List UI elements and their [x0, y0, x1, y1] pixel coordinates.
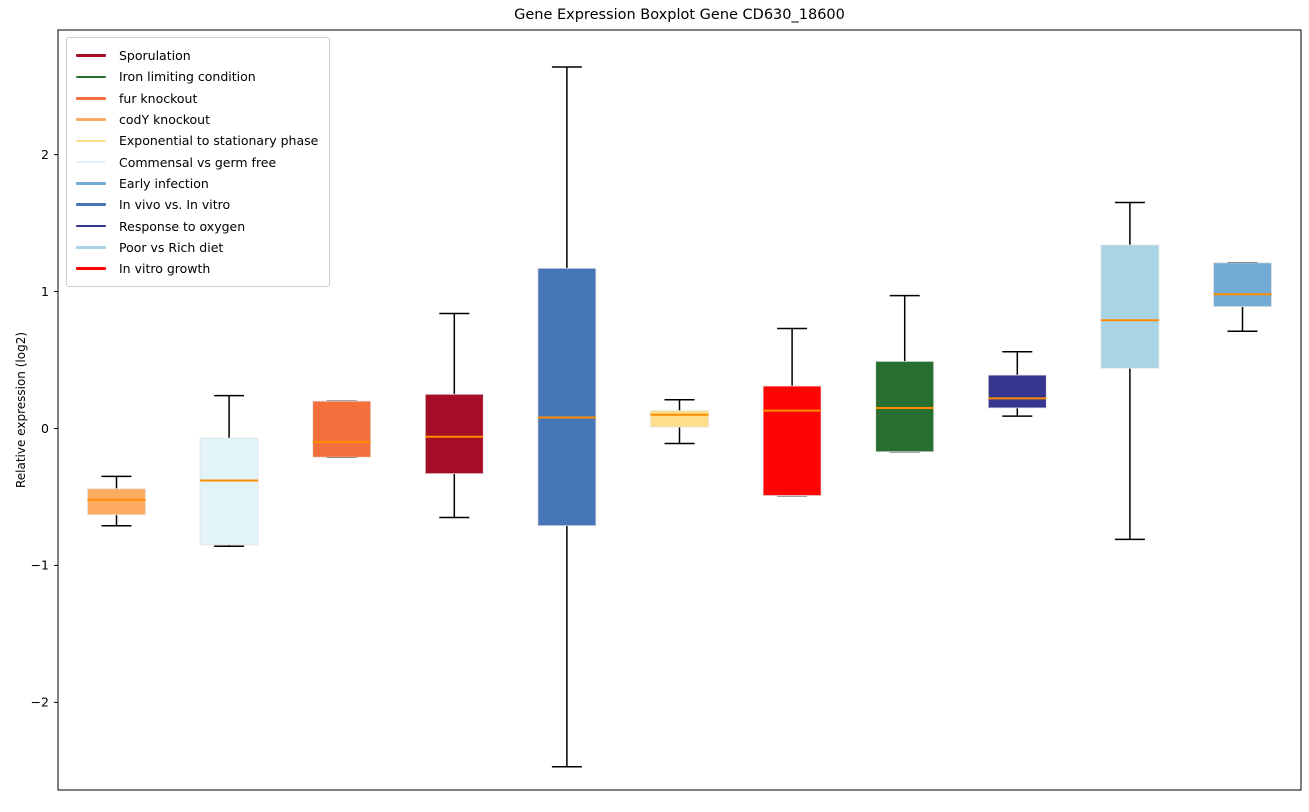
- legend-item-early-infection: Early infection: [76, 173, 318, 194]
- box-sporulation: [424, 393, 484, 475]
- legend-label: codY knockout: [119, 112, 211, 128]
- legend-item-poor-vs-rich-diet: Poor vs Rich diet: [76, 237, 318, 258]
- legend-swatch-response-to-oxygen: [76, 224, 106, 228]
- plot-border: [57, 29, 1302, 791]
- box-poor-vs-rich-diet: [1100, 244, 1160, 369]
- legend-label: fur knockout: [119, 90, 198, 106]
- legend-item-iron-limiting-condition: Iron limiting condition: [76, 66, 318, 87]
- legend-item-exponential-to-stationary-phase: Exponential to stationary phase: [76, 130, 318, 151]
- legend-label: Iron limiting condition: [119, 69, 256, 85]
- legend-label: In vivo vs. In vitro: [119, 197, 231, 213]
- legend-label: In vitro growth: [119, 261, 211, 277]
- y-tick-label: −2: [31, 695, 49, 710]
- y-tick-label: 0: [41, 421, 49, 436]
- y-tick-label: −1: [31, 558, 49, 573]
- legend-swatch-in-vitro-growth: [76, 267, 106, 270]
- box-fur-knockout: [312, 400, 372, 458]
- y-tick-label: 1: [41, 284, 49, 299]
- legend-item-response-to-oxygen: Response to oxygen: [76, 215, 318, 236]
- legend-swatch-commensal-vs-germ-free: [76, 160, 106, 164]
- box-in-vivo-vs-in-vitro: [537, 267, 597, 527]
- legend-swatch-iron-limiting-condition: [76, 75, 106, 79]
- box-commensal-vs-germ-free: [199, 437, 259, 546]
- legend-item-sporulation: Sporulation: [76, 45, 318, 66]
- legend-label: Exponential to stationary phase: [119, 133, 319, 149]
- legend-swatch-exponential-to-stationary-phase: [76, 139, 106, 143]
- legend-label: Poor vs Rich diet: [119, 239, 224, 255]
- y-tick-label: 2: [41, 147, 49, 162]
- legend-swatch-cody-knockout: [76, 118, 106, 121]
- legend-item-in-vivo-vs-in-vitro: In vivo vs. In vitro: [76, 194, 318, 215]
- legend-label: Commensal vs germ free: [119, 154, 277, 170]
- legend-label: Early infection: [119, 175, 209, 191]
- chart-title: Gene Expression Boxplot Gene CD630_18600: [514, 7, 845, 23]
- box-response-to-oxygen: [987, 374, 1047, 409]
- box-early-infection: [1213, 262, 1272, 308]
- legend-label: Sporulation: [119, 48, 191, 64]
- legend-swatch-fur-knockout: [76, 96, 106, 100]
- legend-swatch-poor-vs-rich-diet: [76, 246, 106, 249]
- legend-item-fur-knockout: fur knockout: [76, 88, 318, 109]
- legend-swatch-sporulation: [76, 54, 106, 57]
- legend-item-cody-knockout: codY knockout: [76, 109, 318, 130]
- box-exponential-to-stationary-phase: [650, 410, 709, 428]
- legend-label: Response to oxygen: [119, 218, 246, 234]
- legend-swatch-in-vivo-vs-in-vitro: [76, 203, 106, 207]
- box-cody-knockout: [87, 488, 146, 516]
- legend-item-commensal-vs-germ-free: Commensal vs germ free: [76, 151, 318, 172]
- box-in-vitro-growth: [762, 385, 822, 496]
- legend-swatch-early-infection: [76, 182, 106, 185]
- legend-item-in-vitro-growth: In vitro growth: [76, 258, 318, 279]
- box-iron-limiting-condition: [875, 360, 935, 453]
